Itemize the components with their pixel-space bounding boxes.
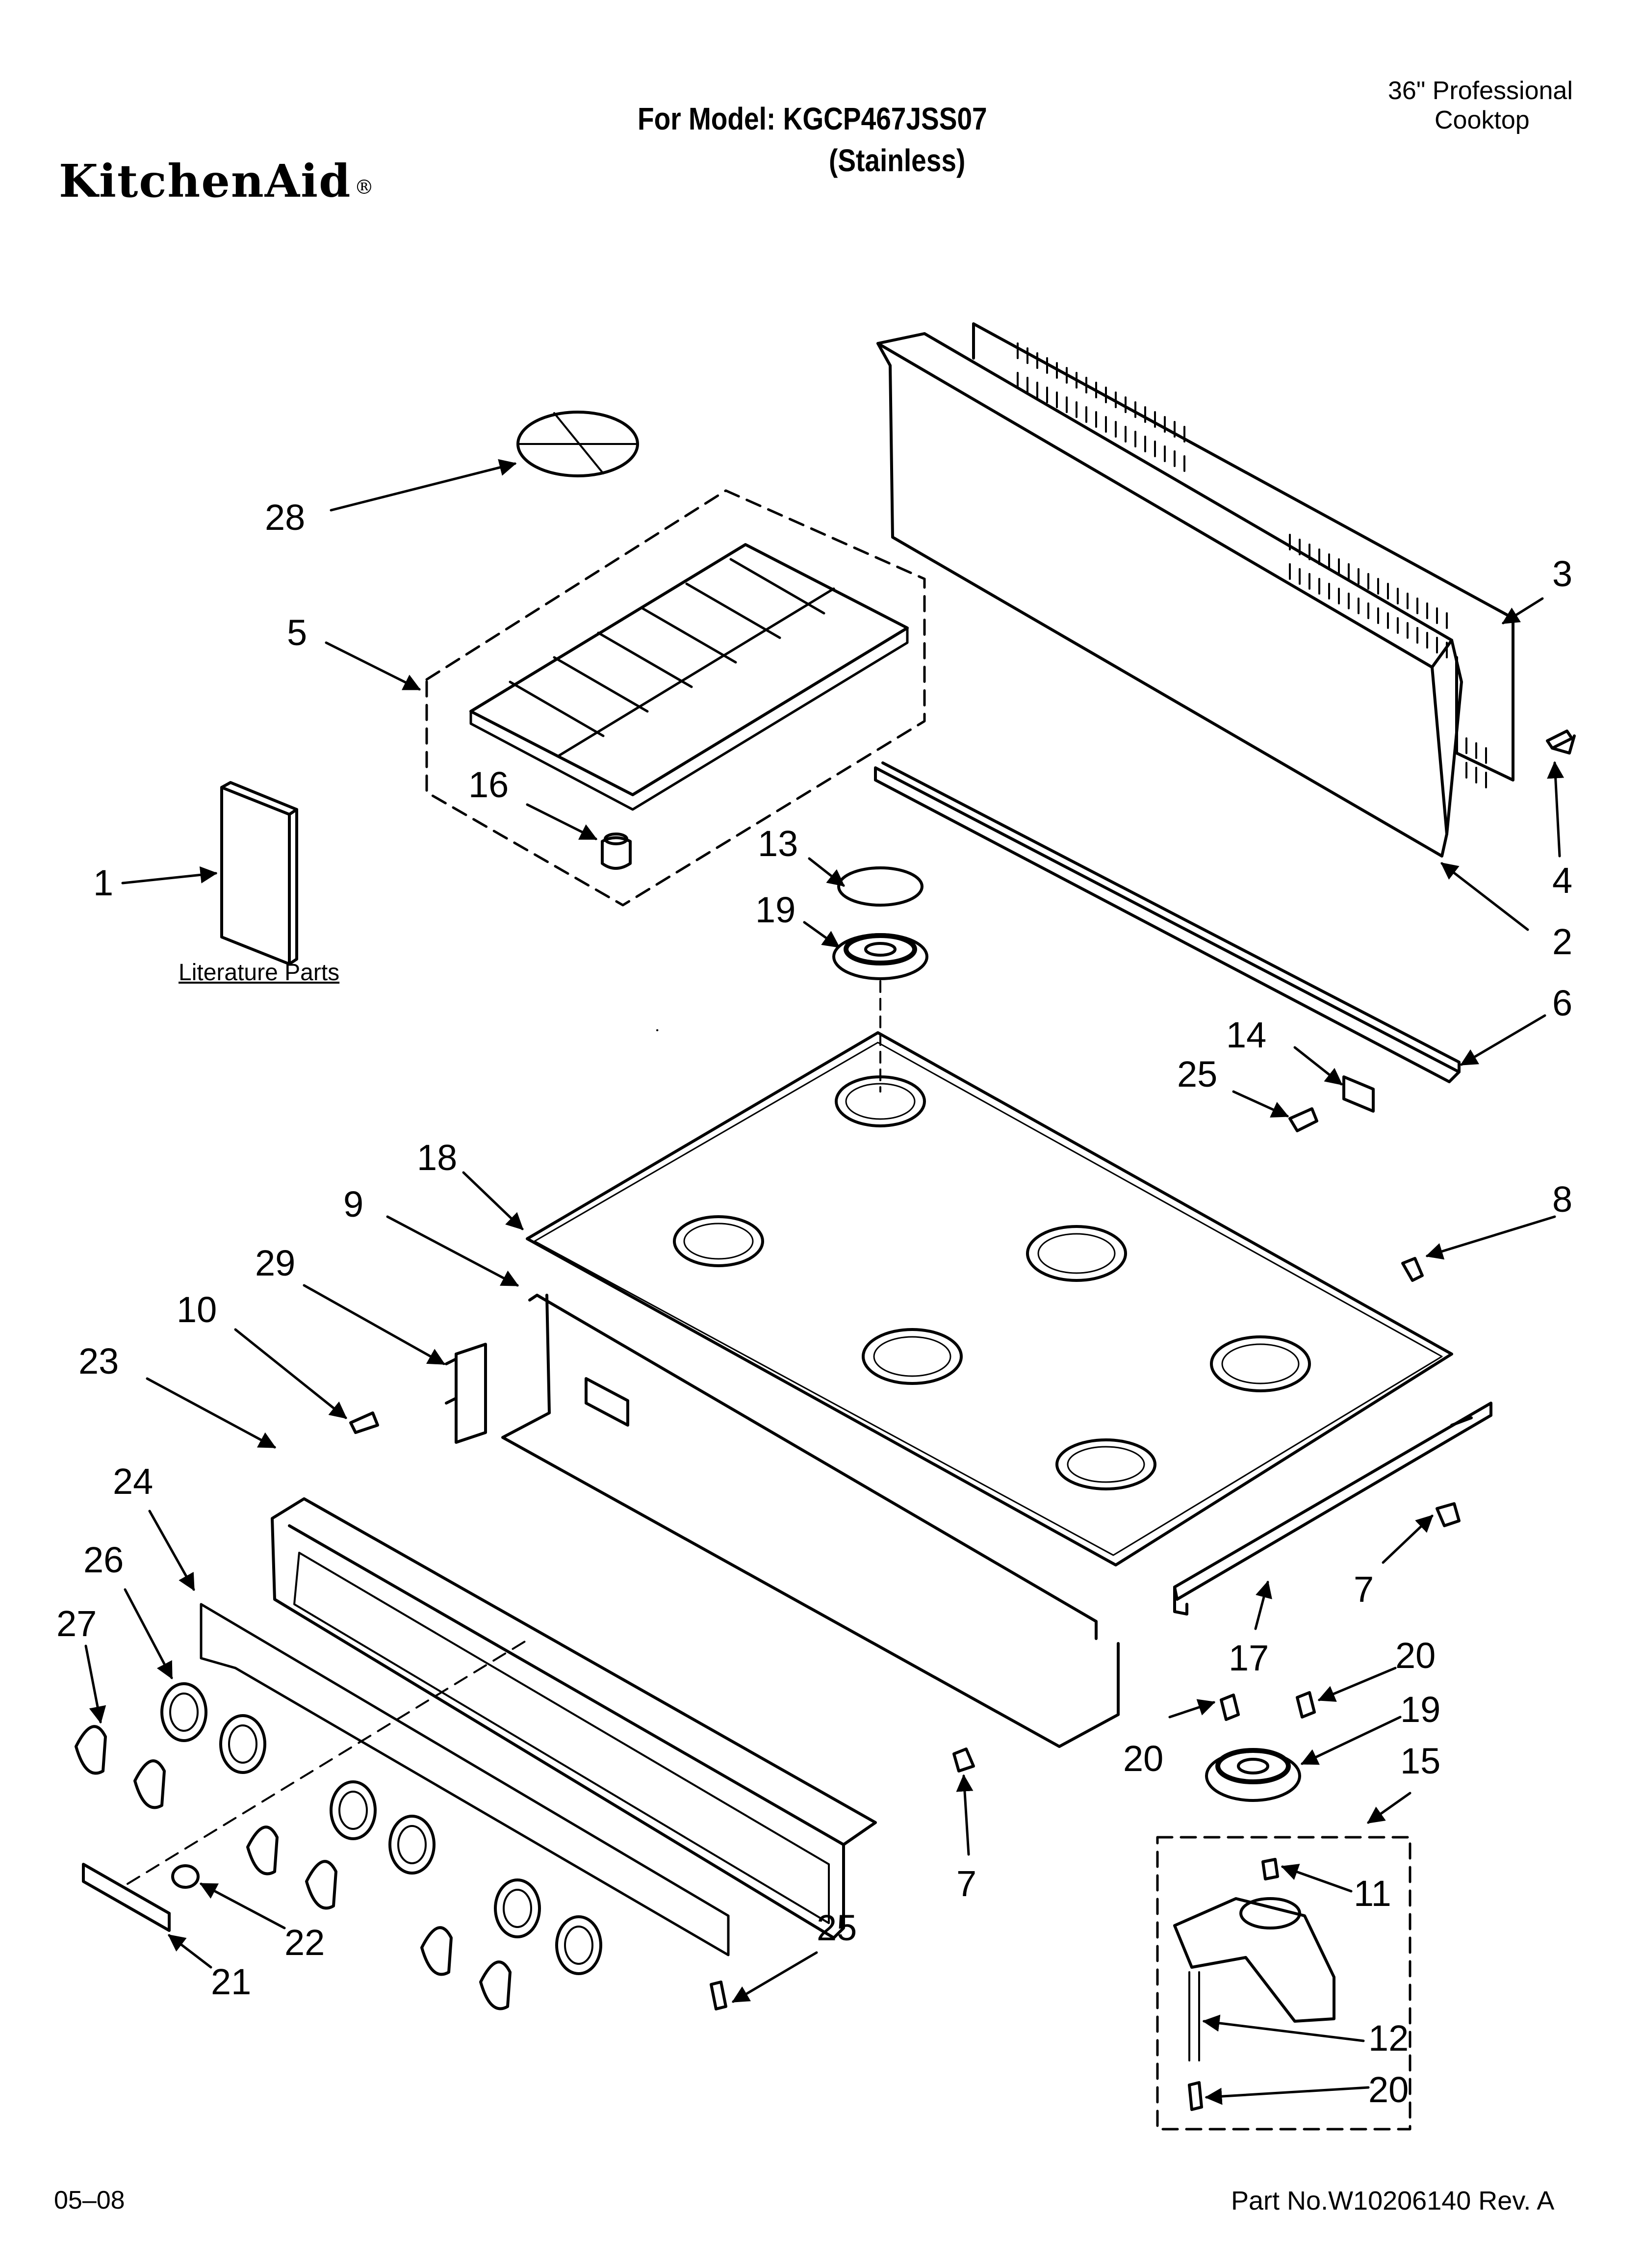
- date-code: 05–08: [54, 2186, 125, 2215]
- callout-2: 2: [1552, 921, 1572, 962]
- part-8-screw: [1401, 1257, 1424, 1282]
- callout-28: 28: [265, 497, 305, 538]
- callout-5: 5: [287, 612, 307, 653]
- callout-7-left: 7: [956, 1863, 976, 1904]
- part-19-burner-head-top: [832, 933, 928, 980]
- callout-1: 1: [93, 862, 113, 903]
- part-7-screw-left: [952, 1747, 975, 1773]
- product-line-2: Cooktop: [1435, 106, 1530, 134]
- part-18-cooktop-surface: [526, 1031, 1453, 1566]
- registered-mark-icon: ®: [354, 176, 375, 199]
- callout-17: 17: [1229, 1638, 1269, 1678]
- part-20-screw-b: [1296, 1691, 1316, 1719]
- part-2-backguard: [876, 332, 1463, 858]
- part-17-side-rail: [1173, 1402, 1492, 1616]
- callout-25-lower: 25: [817, 1907, 857, 1948]
- part-15-valve-assembly: [1156, 1836, 1411, 2131]
- part-23-control-frame: [271, 1497, 877, 1939]
- brand-logo: KitchenAid®: [59, 155, 375, 208]
- callout-7-right: 7: [1354, 1569, 1374, 1610]
- callout-9: 9: [343, 1184, 363, 1225]
- callout-19: 19: [755, 889, 795, 930]
- literature-parts-label: Literature Parts: [179, 960, 340, 986]
- part-19-burner-head-bottom: [1205, 1748, 1301, 1802]
- part-20-screw-a: [1220, 1694, 1240, 1721]
- callout-26: 26: [83, 1539, 124, 1580]
- part-29-bracket: [445, 1343, 487, 1444]
- part-28-disc: [516, 411, 639, 477]
- part-6-rail: [874, 761, 1461, 1083]
- callout-4: 4: [1552, 860, 1572, 901]
- callout-6: 6: [1552, 983, 1572, 1023]
- part-14-plate: [1342, 1075, 1375, 1113]
- leader-arrows: [84, 459, 1565, 2105]
- callout-18: 18: [417, 1137, 457, 1178]
- callout-27: 27: [56, 1603, 97, 1644]
- part-26-bezels: [160, 1682, 602, 1975]
- callout-29: 29: [255, 1243, 295, 1283]
- model-variant: (Stainless): [829, 143, 966, 178]
- part-24-panel-backing: [200, 1603, 730, 1956]
- callout-16: 16: [468, 764, 509, 805]
- part-9-burner-box: [501, 1294, 1120, 1748]
- callout-25: 25: [1177, 1054, 1217, 1095]
- callout-12: 12: [1368, 2018, 1409, 2059]
- callout-14: 14: [1226, 1015, 1266, 1055]
- part-5-grates: [425, 489, 926, 907]
- alignment-lines: [127, 1029, 658, 1885]
- callout-23: 23: [78, 1341, 119, 1382]
- callout-15: 15: [1400, 1741, 1440, 1781]
- product-line-1: 36" Professional: [1388, 77, 1573, 105]
- part-1-literature: [220, 781, 298, 965]
- callout-22: 22: [284, 1922, 325, 1963]
- part-21-nameplate: [82, 1863, 171, 1932]
- part-27-knobs: [75, 1725, 512, 2010]
- callout-20-lower: 20: [1368, 2069, 1409, 2110]
- part-25-screw-top: [1288, 1107, 1318, 1132]
- part-4-screw: [1546, 730, 1576, 755]
- callout-10: 10: [177, 1289, 217, 1330]
- part-25-screw-bottom: [710, 1981, 727, 2010]
- model-title: For Model: KGCP467JSS07: [638, 101, 987, 136]
- part-10-screw: [349, 1411, 379, 1434]
- callout-19-lower: 19: [1400, 1689, 1440, 1730]
- callout-20-upper: 20: [1395, 1635, 1436, 1676]
- callout-8: 8: [1552, 1179, 1572, 1220]
- callout-21: 21: [211, 1961, 251, 2002]
- callout-20-left: 20: [1123, 1738, 1163, 1779]
- part-13-burner-cap: [837, 866, 924, 907]
- part-16-foot: [601, 833, 632, 870]
- callout-13: 13: [758, 823, 798, 864]
- callout-3: 3: [1552, 553, 1572, 594]
- part-7-screw-right: [1436, 1502, 1461, 1527]
- part-22-grommet: [171, 1864, 200, 1889]
- callout-24: 24: [113, 1461, 153, 1502]
- callout-11: 11: [1354, 1873, 1391, 1914]
- part-number: Part No.W10206140 Rev. A: [1231, 2186, 1555, 2216]
